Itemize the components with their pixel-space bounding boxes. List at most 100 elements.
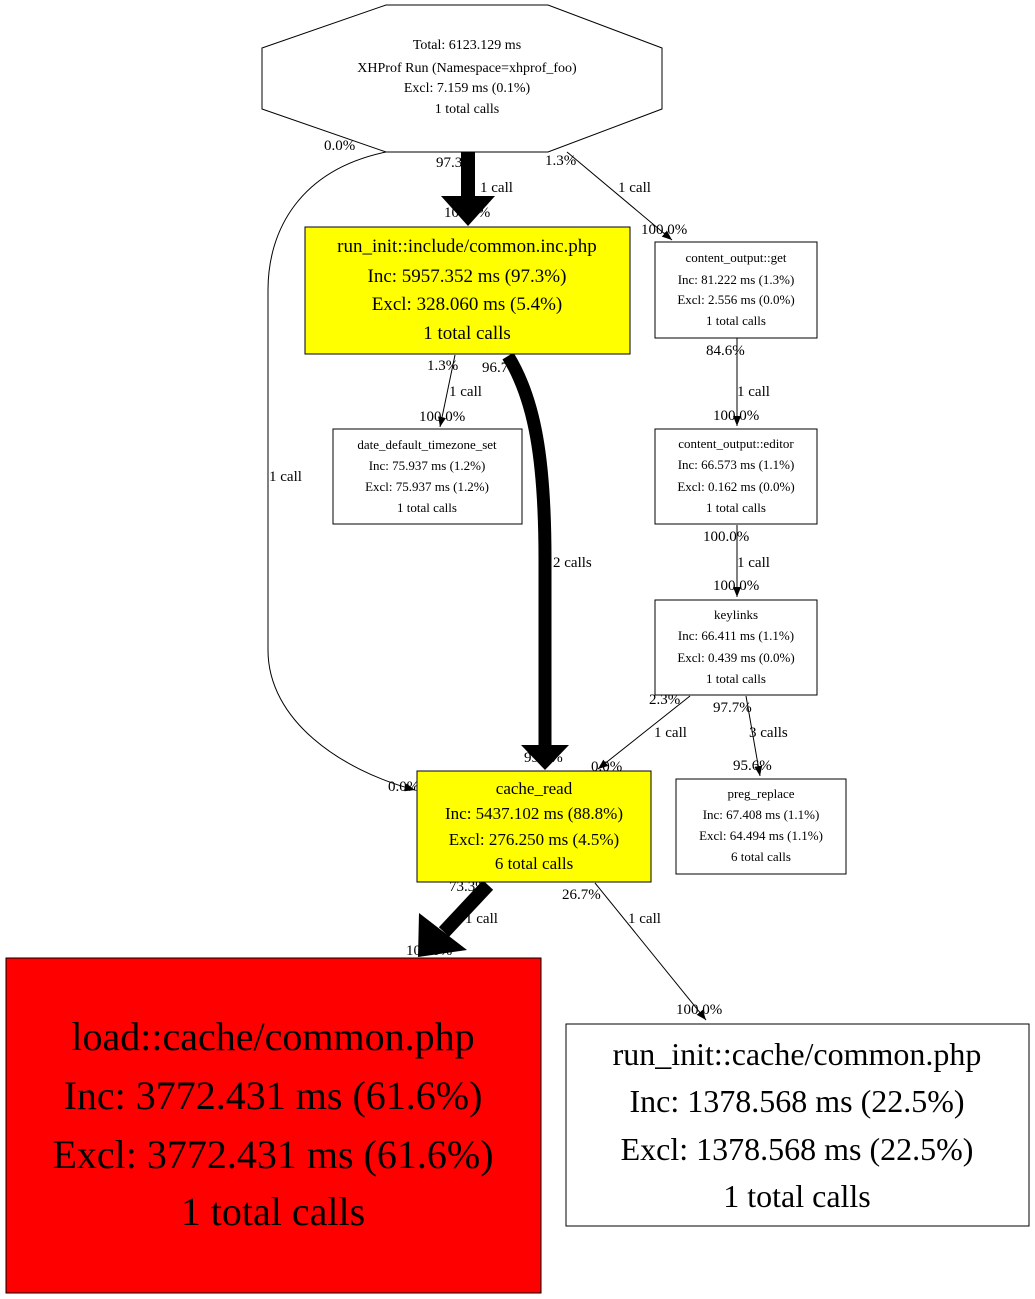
edge-label: 100.0% (703, 529, 749, 545)
node-common-inc: run_init::include/common.inc.php Inc: 59… (304, 226, 631, 355)
node-line: 1 total calls (423, 323, 511, 344)
node-shape (654, 241, 818, 339)
edge-root-to-cache-read (267, 151, 416, 792)
edge-label: 1.3% (427, 358, 458, 374)
edge-label: 96.7% (482, 360, 521, 376)
edge-label: 1 call (654, 725, 687, 741)
edge-label: 95.6% (733, 758, 772, 774)
edge-label: 0.0% (324, 138, 355, 154)
node-line: XHProf Run (Namespace=xhprof_foo) (357, 61, 577, 76)
node-shape (5, 957, 542, 1294)
edge-root-to-content-output-get (566, 151, 673, 241)
node-line: 1 total calls (706, 313, 766, 328)
edge-label: 100.0% (713, 408, 759, 424)
node-root: Total: 6123.129 ms XHProf Run (Namespace… (261, 4, 663, 153)
node-line: Excl: 1378.568 ms (22.5%) (621, 1131, 974, 1167)
node-title: run_init::cache/common.php (613, 1036, 982, 1072)
edge-label: 73.3% (449, 879, 488, 895)
edge-label: 1.3% (545, 153, 576, 169)
node-line: Inc: 81.222 ms (1.3%) (678, 272, 795, 287)
edge-keylinks-to-preg-replace (745, 695, 763, 777)
node-shape (565, 1023, 1030, 1227)
node-title: run_init::include/common.inc.php (337, 236, 597, 257)
edge-label: 2 calls (553, 555, 592, 571)
node-title: load::cache/common.php (71, 1014, 474, 1059)
edge-label: 100.0% (713, 578, 759, 594)
edge-label: 1 call (449, 384, 482, 400)
edge-label: 100.0% (406, 943, 452, 959)
node-line: Excl: 328.060 ms (5.4%) (372, 294, 563, 315)
edge-label: 1 call (737, 555, 770, 571)
node-line: Excl: 75.937 ms (1.2%) (365, 479, 489, 494)
node-load-cache-common: load::cache/common.php Inc: 3772.431 ms … (5, 957, 542, 1294)
node-shape (654, 599, 818, 696)
node-line: 6 total calls (495, 854, 573, 873)
node-line: Excl: 7.159 ms (0.1%) (404, 81, 531, 96)
edges (267, 151, 763, 1021)
node-line: Inc: 75.937 ms (1.2%) (369, 458, 486, 473)
node-shape (332, 428, 523, 525)
edge-common-inc-to-cache-read (502, 352, 552, 748)
node-line: Excl: 0.439 ms (0.0%) (677, 650, 794, 665)
edge-labels: 97.3% 1 call 100.0% 1.3% 1 call 100.0% 0… (269, 138, 788, 1018)
node-title: preg_replace (727, 786, 794, 801)
node-line: Inc: 66.411 ms (1.1%) (678, 628, 794, 643)
node-line: Excl: 64.494 ms (1.1%) (699, 828, 823, 843)
node-line: Excl: 3772.431 ms (61.6%) (52, 1132, 493, 1177)
node-line: Excl: 2.556 ms (0.0%) (677, 292, 794, 307)
edge-label: 97.7% (713, 700, 752, 716)
node-title: cache_read (496, 779, 573, 798)
node-preg-replace: preg_replace Inc: 67.408 ms (1.1%) Excl:… (675, 778, 847, 875)
edge-cache-read-to-run-init-cache (594, 882, 707, 1021)
edge-label: 1 call (628, 911, 661, 927)
edge-label: 1 call (480, 180, 513, 196)
node-line: Inc: 3772.431 ms (61.6%) (64, 1073, 483, 1118)
edge-label: 97.3% (436, 155, 475, 171)
node-line: 1 total calls (706, 671, 766, 686)
node-keylinks: keylinks Inc: 66.411 ms (1.1%) Excl: 0.4… (654, 599, 818, 696)
node-line: Inc: 5957.352 ms (97.3%) (368, 266, 567, 287)
node-line: 1 total calls (435, 102, 500, 117)
node-shape (261, 4, 663, 153)
node-run-init-cache-common: run_init::cache/common.php Inc: 1378.568… (565, 1023, 1030, 1227)
node-line: Excl: 276.250 ms (4.5%) (449, 830, 619, 849)
edge-label: 99.9% (524, 750, 563, 766)
edge-label: 1 call (465, 911, 498, 927)
node-title: Total: 6123.129 ms (413, 38, 521, 53)
node-title: content_output::get (685, 250, 786, 265)
node-content-output-editor: content_output::editor Inc: 66.573 ms (1… (654, 428, 818, 525)
node-line: Excl: 0.162 ms (0.0%) (677, 479, 794, 494)
edge-label: 2.3% (649, 692, 680, 708)
edge-label: 100.0% (641, 222, 687, 238)
edge-label: 100.0% (444, 205, 490, 221)
node-line: 1 total calls (723, 1178, 871, 1214)
node-shape (654, 428, 818, 525)
edge-label: 84.6% (706, 343, 745, 359)
node-date-default-timezone-set: date_default_timezone_set Inc: 75.937 ms… (332, 428, 523, 525)
arrowhead (418, 913, 467, 957)
arrowhead (521, 745, 569, 770)
node-content-output-get: content_output::get Inc: 81.222 ms (1.3%… (654, 241, 818, 339)
node-line: Inc: 1378.568 ms (22.5%) (629, 1083, 964, 1119)
node-shape (304, 226, 631, 355)
node-line: 1 total calls (397, 500, 457, 515)
edge-label: 1 call (269, 469, 302, 485)
node-line: 1 total calls (706, 500, 766, 515)
edge-label: 3 calls (749, 725, 788, 741)
node-line: Inc: 67.408 ms (1.1%) (703, 807, 820, 822)
edge-common-inc-to-date-default (438, 354, 456, 428)
node-title: keylinks (714, 607, 758, 622)
node-line: 6 total calls (731, 849, 791, 864)
node-title: content_output::editor (678, 436, 794, 451)
edge-label: 26.7% (562, 887, 601, 903)
node-cache-read: cache_read Inc: 5437.102 ms (88.8%) Excl… (416, 770, 652, 883)
arrowhead (441, 196, 495, 226)
edge-label: 0.0% (388, 779, 419, 795)
edge-keylinks-to-cache-read (597, 695, 691, 770)
node-shape (416, 770, 652, 883)
node-line: Inc: 5437.102 ms (88.8%) (445, 804, 623, 823)
edge-label: 100.0% (676, 1002, 722, 1018)
edge-label: 1 call (737, 384, 770, 400)
edge-cache-read-to-load (438, 880, 494, 937)
